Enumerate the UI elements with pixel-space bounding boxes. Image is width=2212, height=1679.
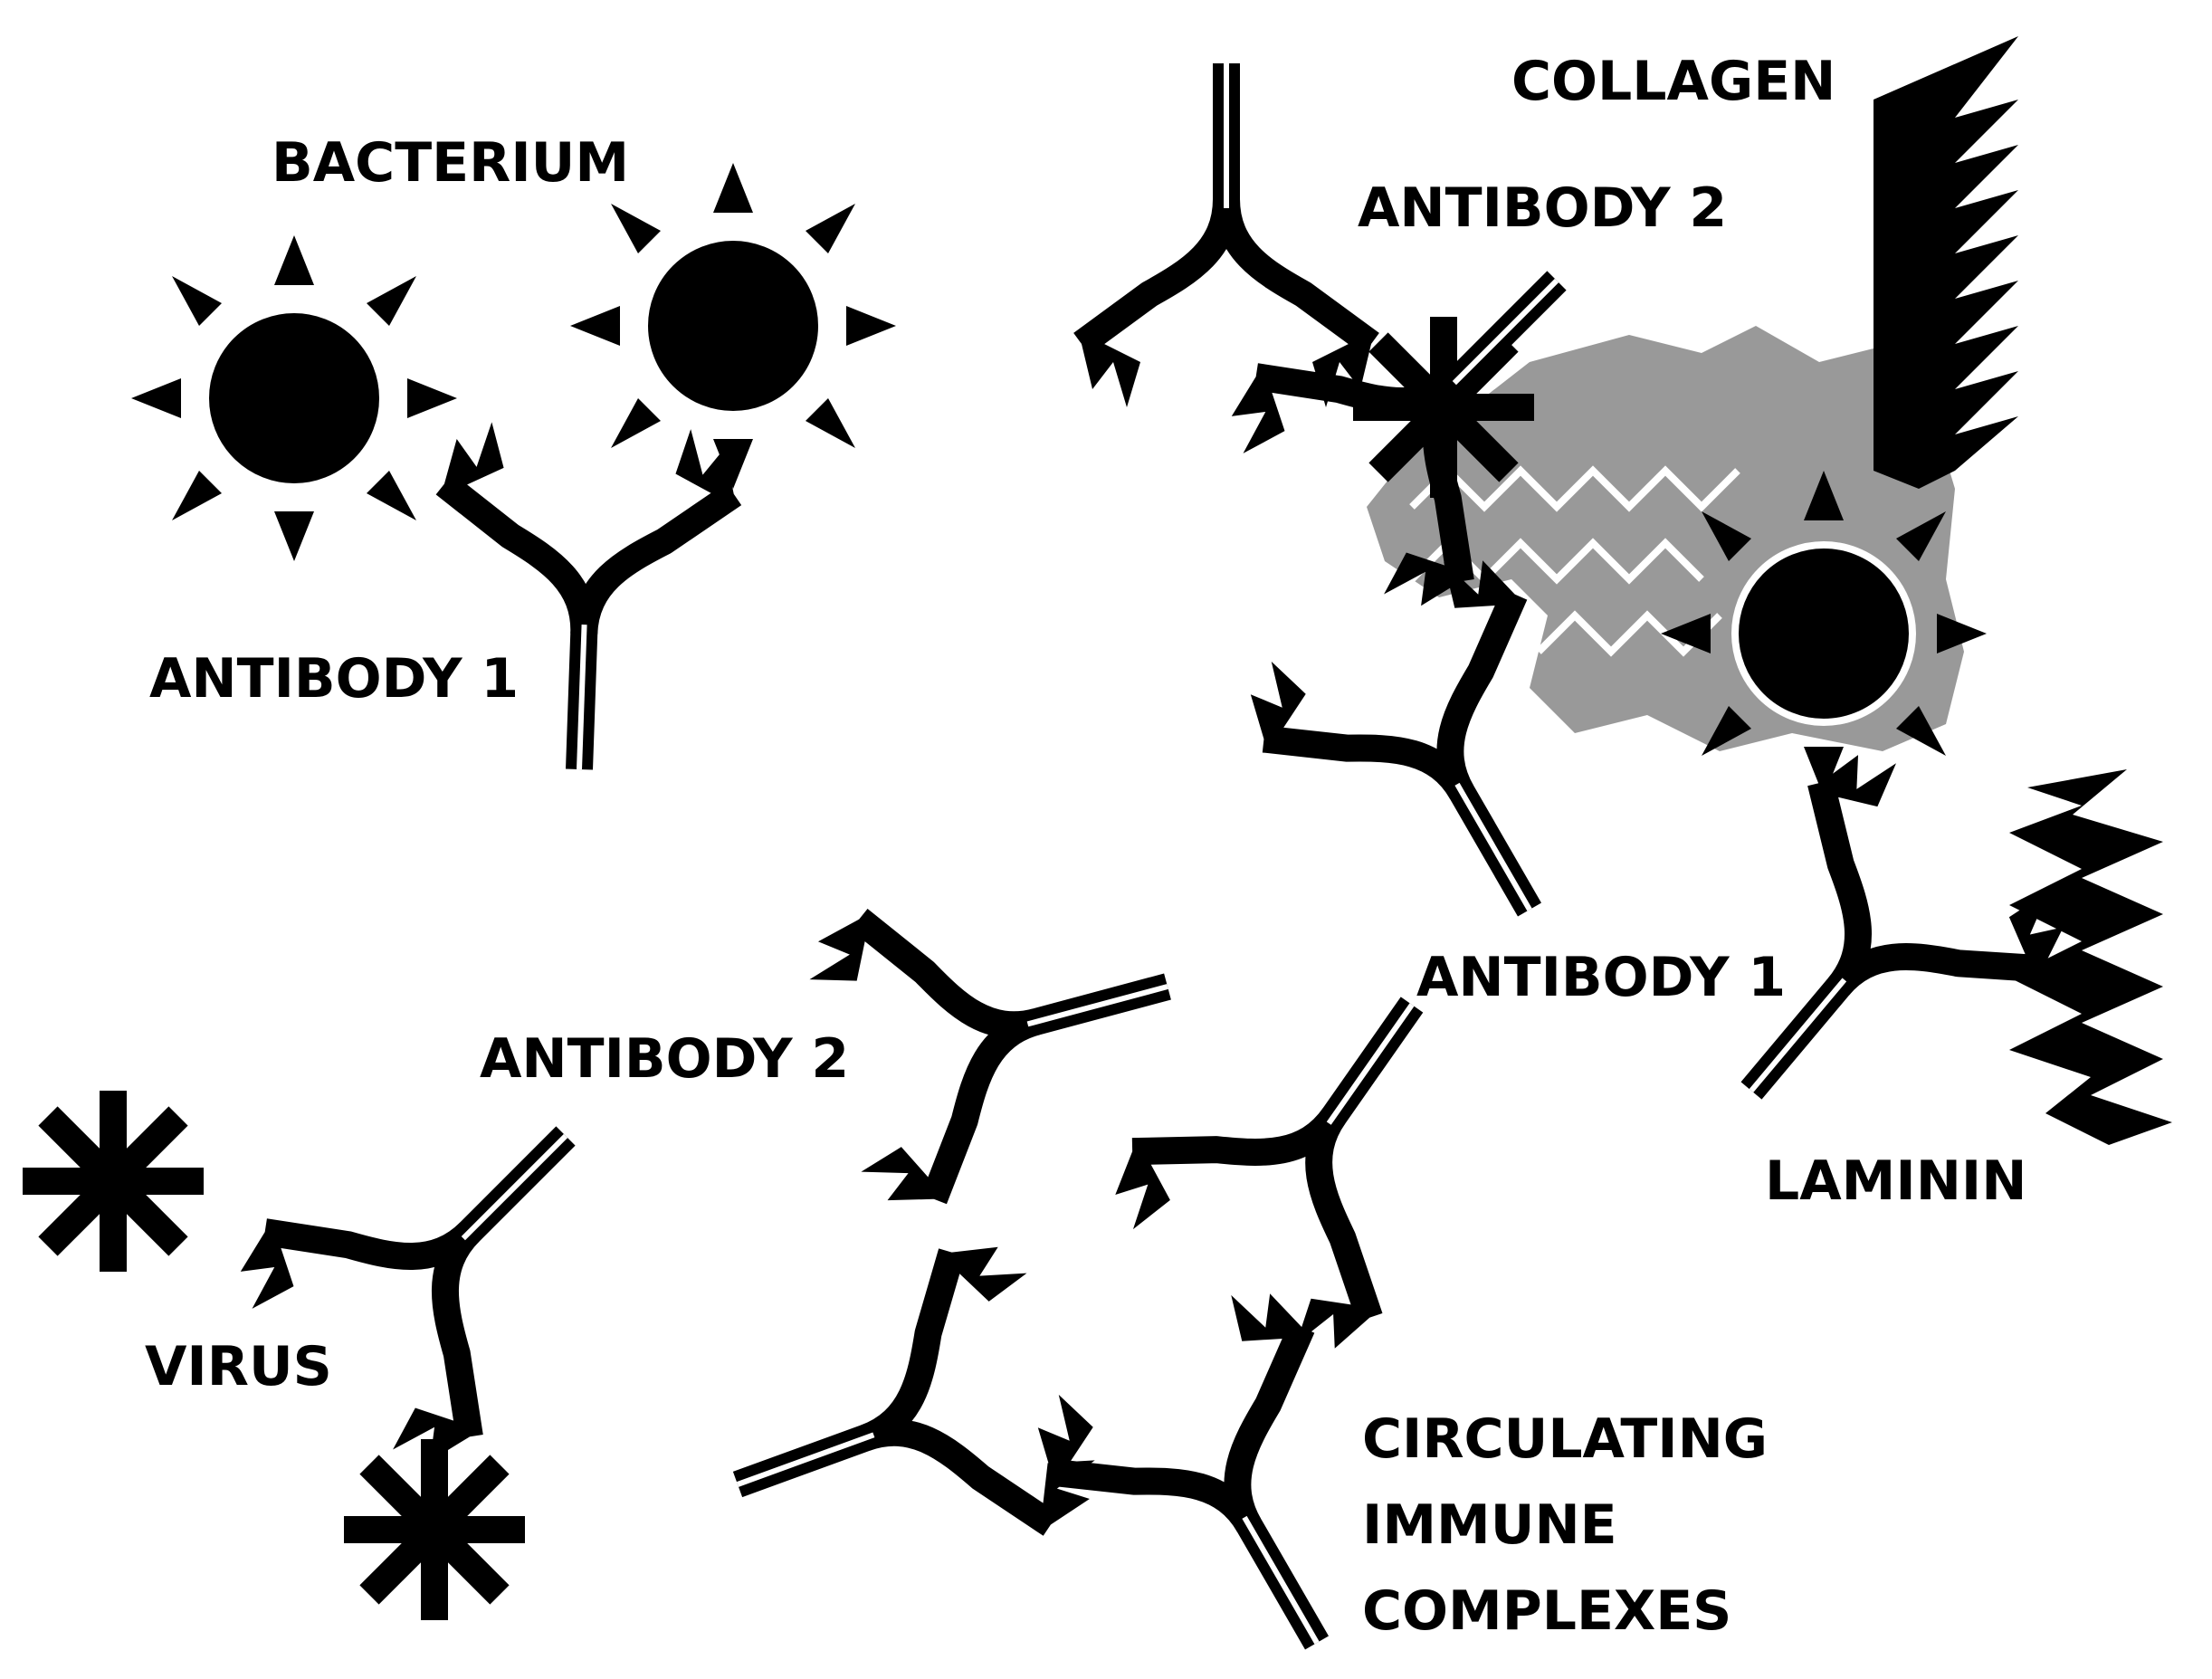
label-virus: VIRUS	[145, 1335, 332, 1398]
virus-bottom-icon	[344, 1439, 525, 1620]
antibody-1-top-left-icon	[434, 421, 736, 775]
label-antibody-1-mid: ANTIBODY 1	[1416, 946, 1786, 1009]
antibody-2-top-icon	[1082, 63, 1371, 407]
collagen-icon	[1874, 36, 2018, 489]
bacterium-right-icon	[570, 163, 896, 489]
label-collagen: COLLAGEN	[1511, 50, 1835, 113]
complex-antibody-left-icon	[688, 1231, 1111, 1621]
label-antibody-1-top: ANTIBODY 1	[149, 647, 519, 711]
bacterium-left-icon	[131, 235, 457, 561]
label-bacterium: BACTERIUM	[272, 131, 629, 195]
virus-left-icon	[23, 1091, 204, 1272]
label-antibody-2-top: ANTIBODY 2	[1358, 176, 1727, 240]
label-antibody-2-bottom: ANTIBODY 2	[480, 1027, 849, 1091]
bacterium-tissue-icon	[1661, 471, 1987, 797]
label-complexes-line3: COMPLEXES	[1362, 1579, 1731, 1643]
label-laminin: LAMININ	[1765, 1150, 2026, 1213]
antibody-2-bottom-left-icon	[220, 1034, 668, 1482]
laminin-icon	[2009, 769, 2172, 1145]
label-complexes-line1: CIRCULATING	[1362, 1407, 1768, 1471]
label-complexes-line2: IMMUNE	[1362, 1493, 1617, 1557]
